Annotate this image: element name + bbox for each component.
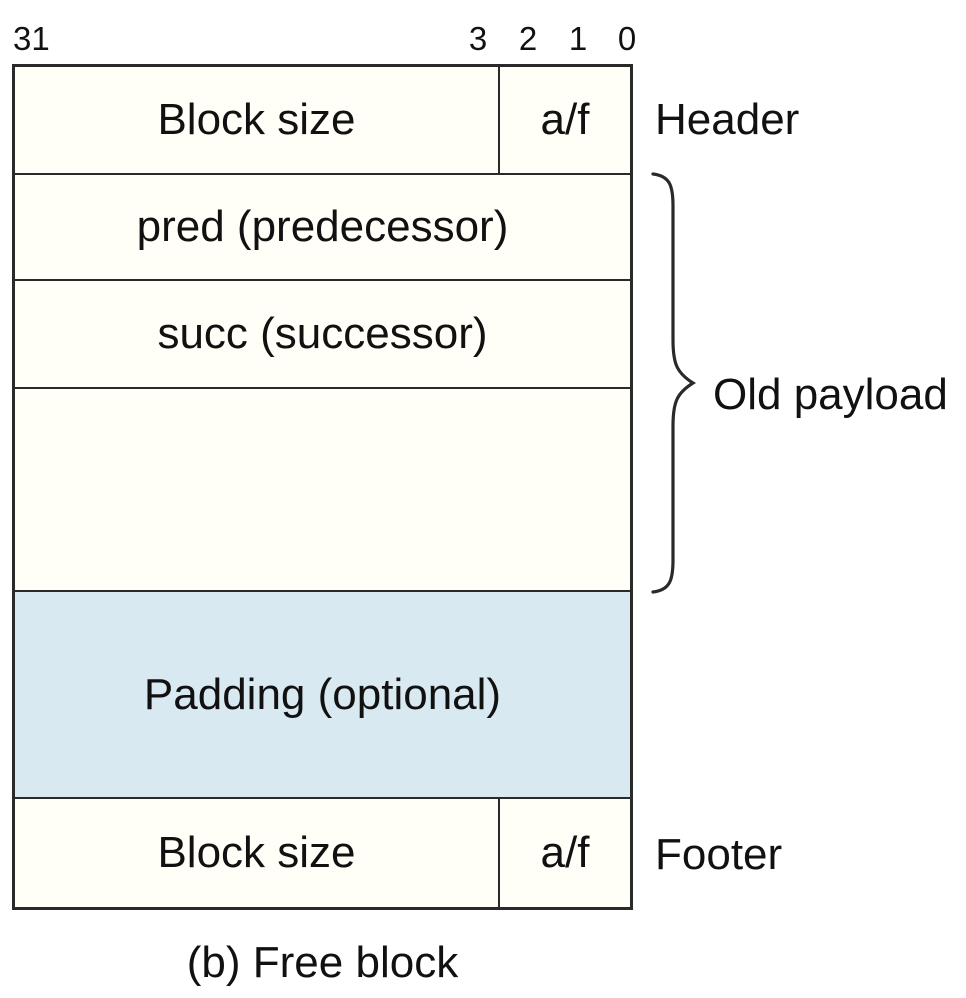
footer-annotation: Footer	[655, 830, 783, 879]
memory-block-box: Block size a/f pred (predecessor) succ (…	[12, 64, 633, 910]
bit-label-31: 31	[13, 20, 50, 57]
header-row: Block size a/f	[15, 67, 630, 175]
header-annotation: Header	[655, 95, 800, 144]
bit-label-2: 2	[518, 20, 538, 57]
empty-payload-row	[15, 389, 630, 592]
bit-label-3: 3	[468, 20, 488, 57]
footer-block-size-cell: Block size	[157, 828, 356, 877]
curly-brace-icon	[651, 172, 696, 594]
footer-row: Block size a/f	[15, 799, 630, 907]
old-payload-brace	[650, 172, 696, 594]
figure-caption: (b) Free block	[186, 938, 459, 987]
footer-af-flag-cell: a/f	[498, 799, 630, 907]
header-af-flag-cell: a/f	[498, 67, 630, 173]
bit-label-1: 1	[568, 20, 588, 57]
bit-label-0: 0	[617, 20, 637, 57]
succ-row: succ (successor)	[15, 281, 630, 389]
old-payload-annotation: Old payload	[713, 370, 948, 419]
padding-row: Padding (optional)	[15, 592, 630, 799]
pred-row: pred (predecessor)	[15, 175, 630, 281]
header-block-size-cell: Block size	[157, 95, 356, 144]
